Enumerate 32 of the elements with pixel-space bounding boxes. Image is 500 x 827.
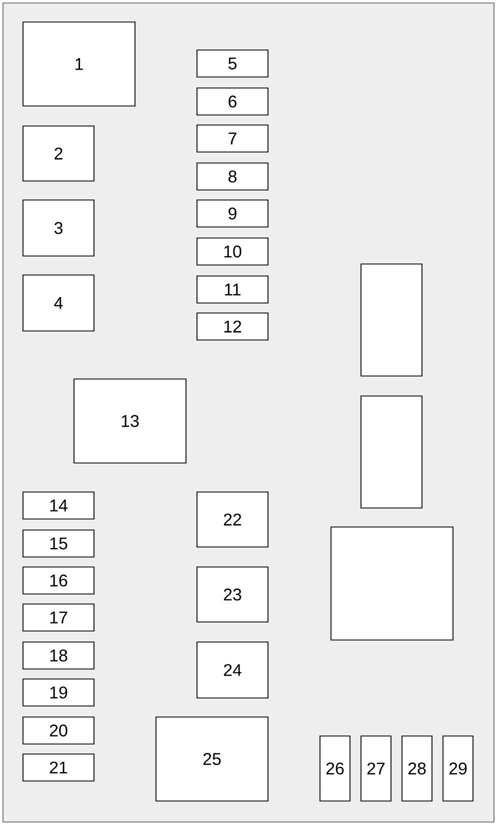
fuse-slot: 28: [401, 735, 433, 802]
relay-slot: 25: [155, 716, 269, 802]
fuse-slot: 11: [196, 275, 269, 304]
relay-slot: 24: [196, 641, 269, 699]
fuse-slot: 14: [22, 491, 95, 520]
relay-slot: 2: [22, 125, 95, 182]
fuse-slot: 10: [196, 237, 269, 266]
fuse-slot: 7: [196, 124, 269, 153]
relay-slot: 22: [196, 491, 269, 548]
fuse-slot: 9: [196, 199, 269, 228]
fuse-slot: 6: [196, 87, 269, 116]
fuse-slot: 26: [319, 735, 351, 802]
relay-slot: 4: [22, 274, 95, 332]
empty-slot: [360, 263, 423, 377]
fuse-slot: 20: [22, 716, 95, 745]
fuse-slot: 15: [22, 529, 95, 558]
fuse-slot: 17: [22, 603, 95, 632]
relay-slot: 3: [22, 199, 95, 257]
fuse-slot: 8: [196, 162, 269, 191]
empty-slot: [360, 395, 423, 509]
relay-slot: 1: [22, 21, 136, 107]
relay-slot: 13: [73, 378, 187, 464]
fuse-slot: 27: [360, 735, 392, 802]
fuse-slot: 21: [22, 753, 95, 782]
fuse-slot: 16: [22, 566, 95, 595]
fuse-slot: 29: [442, 735, 474, 802]
fuse-slot: 19: [22, 678, 95, 707]
fuse-slot: 18: [22, 641, 95, 670]
fuse-slot: 12: [196, 312, 269, 341]
fuse-slot: 5: [196, 49, 269, 78]
empty-slot: [330, 526, 454, 641]
relay-slot: 23: [196, 566, 269, 623]
